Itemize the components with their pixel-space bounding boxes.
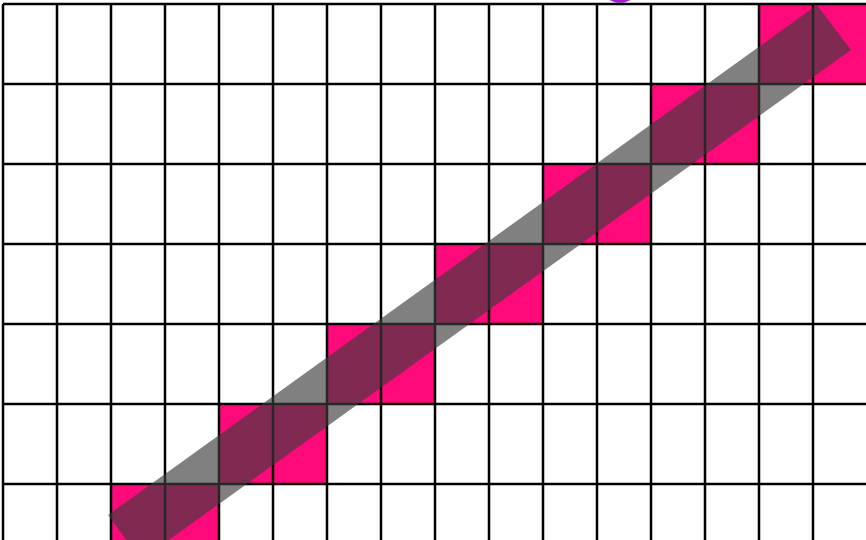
partial-glyph-arc xyxy=(609,0,631,3)
partial-glyph xyxy=(609,0,631,3)
line-band xyxy=(108,5,851,540)
line-band-shape xyxy=(108,5,851,540)
